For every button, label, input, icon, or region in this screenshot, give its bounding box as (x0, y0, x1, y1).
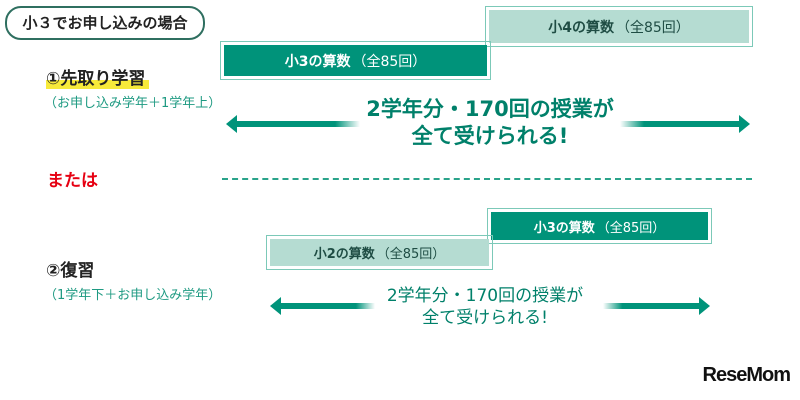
subject: 小3の算数 (284, 53, 351, 70)
left-arrow-icon (270, 297, 375, 315)
plan2-message: 2学年分・170回の授業が 全て受けられる! (360, 285, 610, 329)
plan1-message: 2学年分・170回の授業が 全て受けられる! (340, 96, 640, 150)
left-arrow-icon (226, 115, 360, 133)
subject: 小2の算数 (313, 247, 375, 262)
divider (222, 178, 752, 180)
or-label: または (47, 171, 98, 191)
count: （全85回） (615, 19, 690, 36)
plan1-lower-box: 小3の算数（全85回） (220, 41, 491, 80)
subject: 小3の算数 (533, 220, 595, 236)
message-line1: 2学年分・170回の授業が (366, 97, 614, 121)
plan1-subtitle: （お申し込み学年＋1学年上） (44, 96, 222, 111)
plan1-title-text: ①先取り学習 (46, 69, 150, 89)
plan2-title: ②復習 (46, 261, 95, 281)
message-line2: 全て受けられる! (422, 308, 548, 328)
right-arrow-icon (603, 297, 710, 315)
plan1-title: ①先取り学習 (46, 64, 150, 89)
count: （全85回） (352, 53, 427, 70)
resemom-logo: ReseMom (702, 364, 791, 386)
message-line1: 2学年分・170回の授業が (386, 286, 584, 306)
count: （全85回） (596, 220, 666, 236)
count: （全85回） (376, 247, 446, 262)
plan1-upper-box: 小4の算数（全85回） (485, 6, 753, 47)
right-arrow-icon (620, 115, 750, 133)
plan2-lower-box: 小2の算数（全85回） (266, 235, 493, 270)
subject: 小4の算数 (548, 19, 614, 36)
case-label: 小３でお申し込みの場合 (5, 6, 205, 40)
plan2-subtitle: （1学年下＋お申し込み学年） (44, 288, 222, 303)
message-line2: 全て受けられる! (411, 124, 569, 148)
plan2-upper-box: 小3の算数（全85回） (487, 208, 712, 244)
